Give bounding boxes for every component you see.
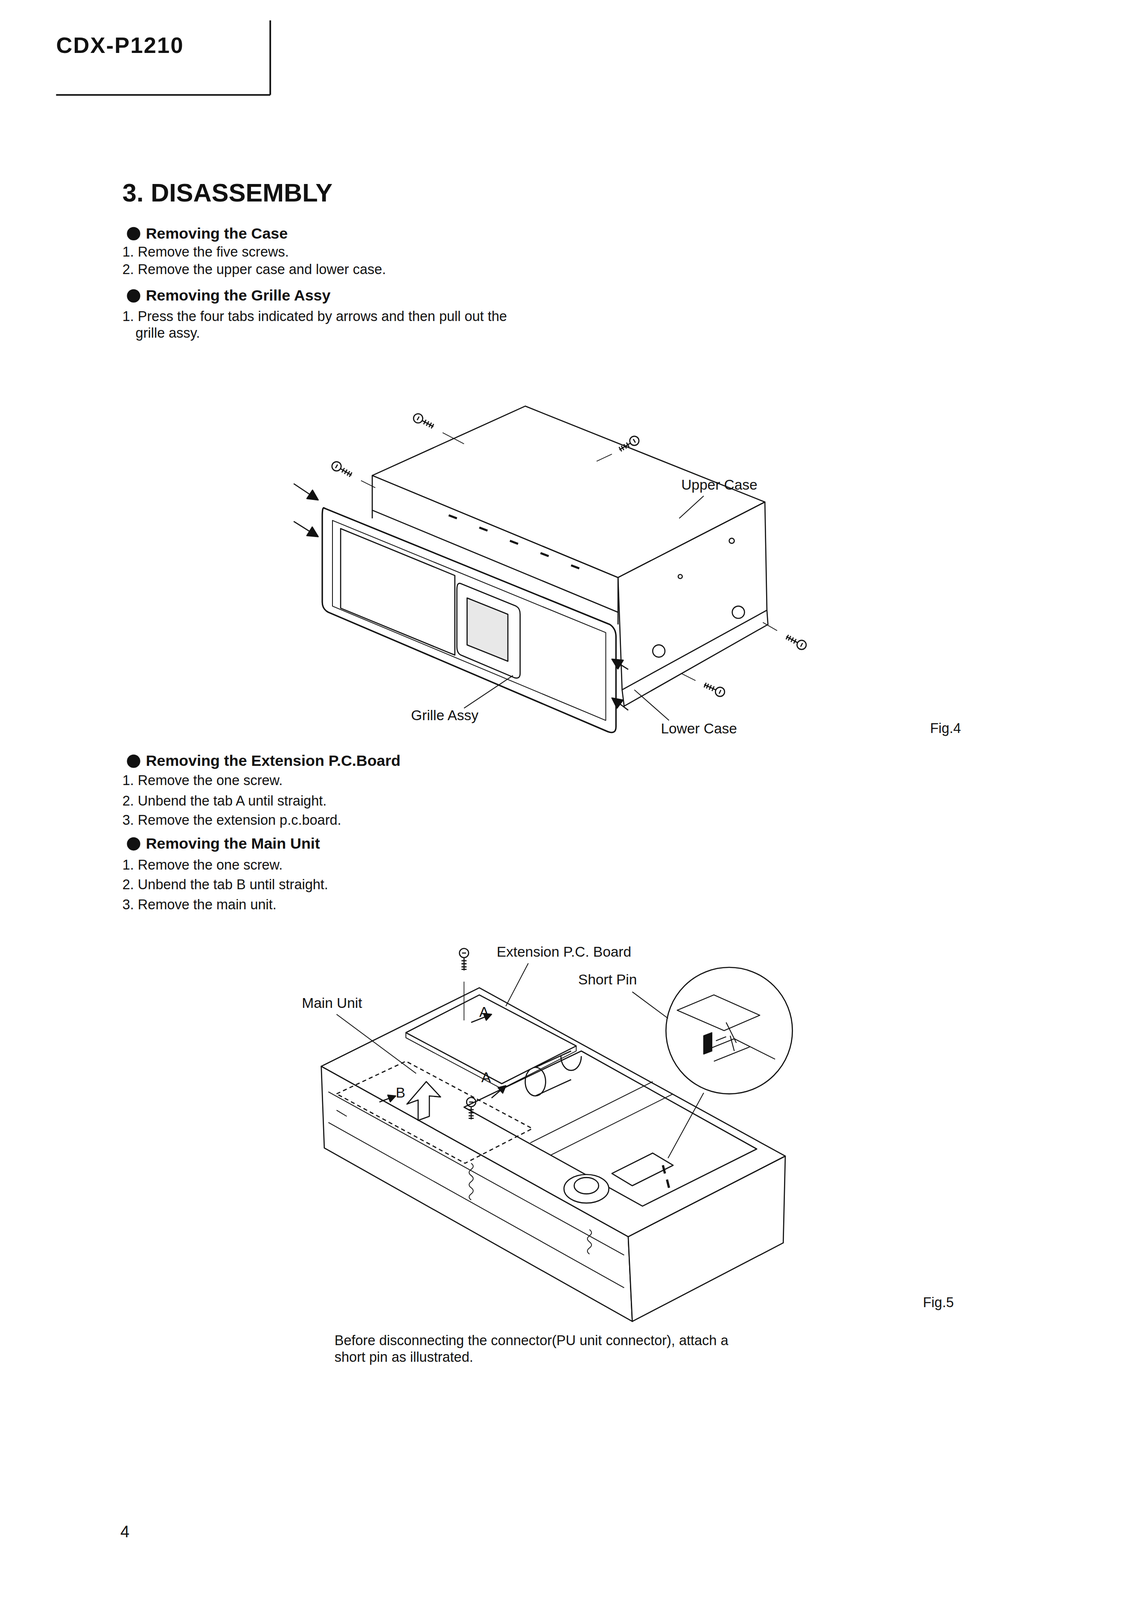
short-pin-mark	[662, 1165, 669, 1188]
part-label: Upper Case	[681, 476, 758, 494]
note-text: Before disconnecting the connector(PU un…	[334, 1332, 764, 1366]
screw	[618, 436, 639, 452]
magnify-circle	[665, 967, 793, 1094]
tab-letter: B	[395, 1084, 406, 1102]
part-label: Extension P.C. Board	[496, 943, 632, 961]
screw-leader	[361, 432, 778, 681]
step-text: 2. Remove the upper case and lower case.	[122, 261, 387, 278]
step-heading: Removing the Extension P.C.Board	[145, 751, 401, 770]
figure-number: Fig.5	[923, 1294, 954, 1311]
bullet-dot	[127, 227, 140, 240]
tab-letter: A	[479, 1003, 489, 1021]
grille-inner	[332, 520, 606, 721]
section-title: 3. DISASSEMBLY	[122, 177, 333, 209]
screw-leader	[463, 981, 465, 1021]
step-heading: Removing the Main Unit	[145, 834, 321, 853]
board-edge	[405, 1032, 577, 1089]
step-text: 1. Remove the one screw.	[122, 772, 283, 789]
tab-arrow	[612, 658, 629, 670]
magnify-leader	[667, 1092, 704, 1158]
tab-arrow	[379, 1094, 396, 1102]
leader-line	[463, 495, 704, 721]
screw	[466, 1097, 476, 1120]
bullet-dot	[127, 754, 140, 768]
extension-board	[405, 994, 577, 1084]
model-header: CDX-P1210	[55, 31, 184, 59]
step-text: 1. Remove the five screws.	[122, 243, 289, 261]
spindle	[563, 1174, 609, 1203]
screw	[459, 948, 469, 971]
leader-line	[336, 962, 669, 1073]
connector-detail	[677, 994, 776, 1062]
case-slots	[448, 515, 580, 569]
upper-case-side	[617, 501, 767, 690]
bullet-dot	[127, 289, 140, 303]
screw	[332, 461, 353, 477]
display-window	[340, 528, 455, 655]
tab-letter: A	[481, 1068, 491, 1086]
case-wire	[372, 510, 618, 625]
step-text: 3. Remove the extension p.c.board.	[122, 811, 342, 829]
step-text: 3. Remove the main unit.	[122, 896, 277, 913]
part-label: Short Pin	[578, 970, 638, 989]
pickup-rail	[530, 1081, 674, 1155]
tab-arrow	[293, 483, 318, 500]
button-panel	[457, 582, 521, 678]
figure-number: Fig.4	[929, 719, 961, 737]
button-key	[466, 597, 508, 662]
part-label: Main Unit	[301, 994, 362, 1012]
grille-assy	[322, 507, 616, 733]
case-hole	[652, 538, 745, 657]
screw	[786, 634, 807, 650]
step-text: 2. Unbend the tab B until straight.	[122, 876, 329, 893]
lower-case	[622, 609, 769, 706]
part-label: Grille Assy	[411, 706, 479, 724]
tab-arrow	[491, 1085, 506, 1098]
header-rule	[55, 20, 271, 95]
step-text: 2. Unbend the tab A until straight.	[122, 792, 327, 810]
part-label: Lower Case	[660, 719, 737, 738]
move-arrow	[406, 1081, 441, 1121]
step-heading: Removing the Grille Assy	[145, 286, 331, 305]
screw	[413, 413, 434, 429]
short-pin	[703, 1032, 735, 1054]
screw	[704, 682, 725, 697]
step-heading: Removing the Case	[145, 224, 289, 243]
tab-arrow	[612, 697, 629, 711]
step-text: 1. Remove the one screw.	[122, 856, 283, 874]
bullet-dot	[127, 837, 140, 850]
step-text: 1. Press the four tabs indicated by arro…	[122, 308, 538, 342]
page-number: 4	[120, 1521, 130, 1542]
tab-arrow	[293, 521, 318, 537]
